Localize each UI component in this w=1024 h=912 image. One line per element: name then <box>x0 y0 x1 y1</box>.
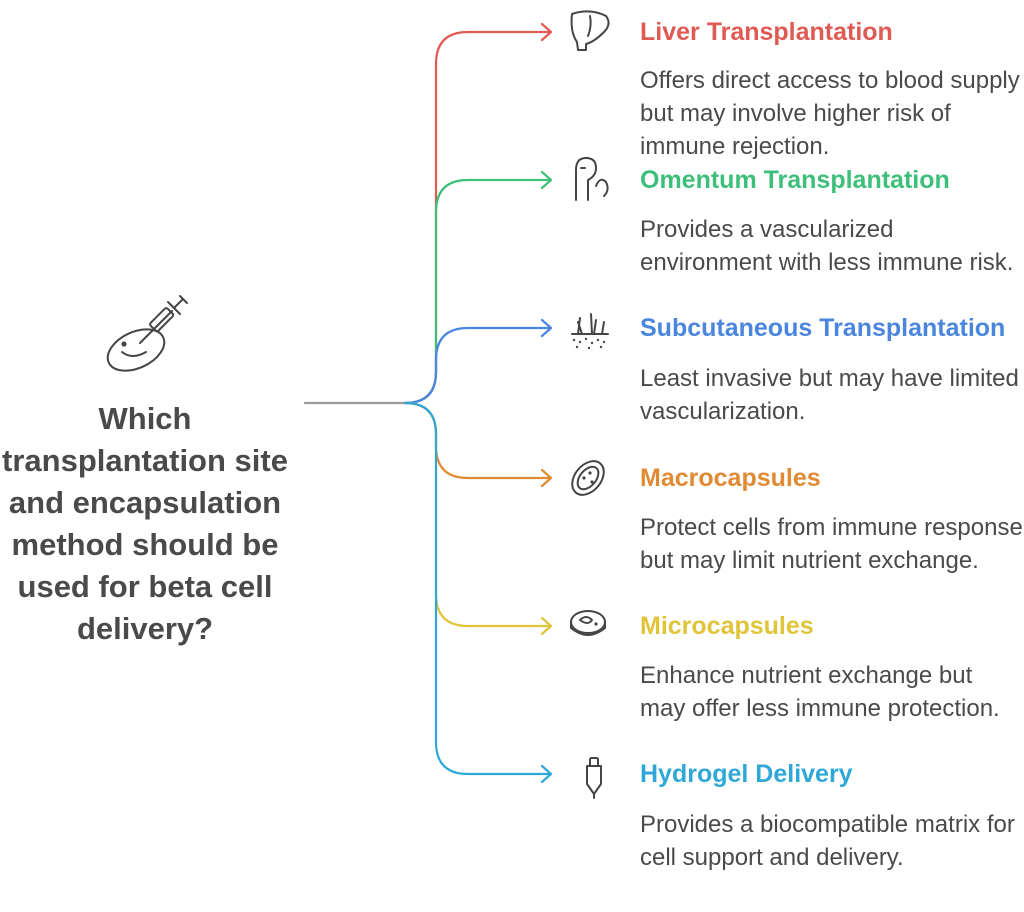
arrowhead-omentum <box>540 170 553 190</box>
option-description-microcapsules: Enhance nutrient exchange but may offer … <box>640 662 1000 722</box>
syringe-petri-dish-icon <box>106 295 188 372</box>
option-description-liver: Offers direct access to blood supply but… <box>640 67 1020 160</box>
option-title-omentum: Omentum Transplantation <box>640 166 950 194</box>
option-title-hydrogel: Hydrogel Delivery <box>640 760 853 788</box>
macrocapsule-icon <box>571 460 605 496</box>
arrowhead-microcapsules <box>540 616 553 636</box>
liver-icon <box>570 10 610 51</box>
microcapsule-icon <box>570 610 606 636</box>
hydrogel-icon <box>586 757 602 799</box>
option-description-macrocapsules: Protect cells from immune response but m… <box>640 514 1023 574</box>
option-title-subcutaneous: Subcutaneous Transplantation <box>640 314 1006 342</box>
arrowhead-subcutaneous <box>540 318 553 338</box>
connector-macrocapsules <box>403 401 552 480</box>
connector-omentum <box>403 178 552 405</box>
option-title-liver: Liver Transplantation <box>640 18 893 46</box>
arrowhead-liver <box>540 22 553 42</box>
option-description-subcutaneous: Least invasive but may have limited vasc… <box>640 365 1019 425</box>
connector-subcutaneous <box>403 326 552 405</box>
omentum-icon <box>575 157 609 201</box>
connector-hydrogel <box>403 401 552 776</box>
connector-liver <box>403 30 552 405</box>
option-description-hydrogel: Provides a biocompatible matrix for cell… <box>640 811 1015 871</box>
arrowhead-macrocapsules <box>540 468 553 488</box>
connector-microcapsules <box>403 401 552 628</box>
option-title-macrocapsules: Macrocapsules <box>640 464 821 492</box>
central-question: Which transplantation site and encapsula… <box>2 401 288 646</box>
option-title-microcapsules: Microcapsules <box>640 612 814 640</box>
skin-layer-icon <box>571 313 609 350</box>
option-description-omentum: Provides a vascularized environment with… <box>640 216 1014 276</box>
arrowhead-hydrogel <box>540 764 553 784</box>
